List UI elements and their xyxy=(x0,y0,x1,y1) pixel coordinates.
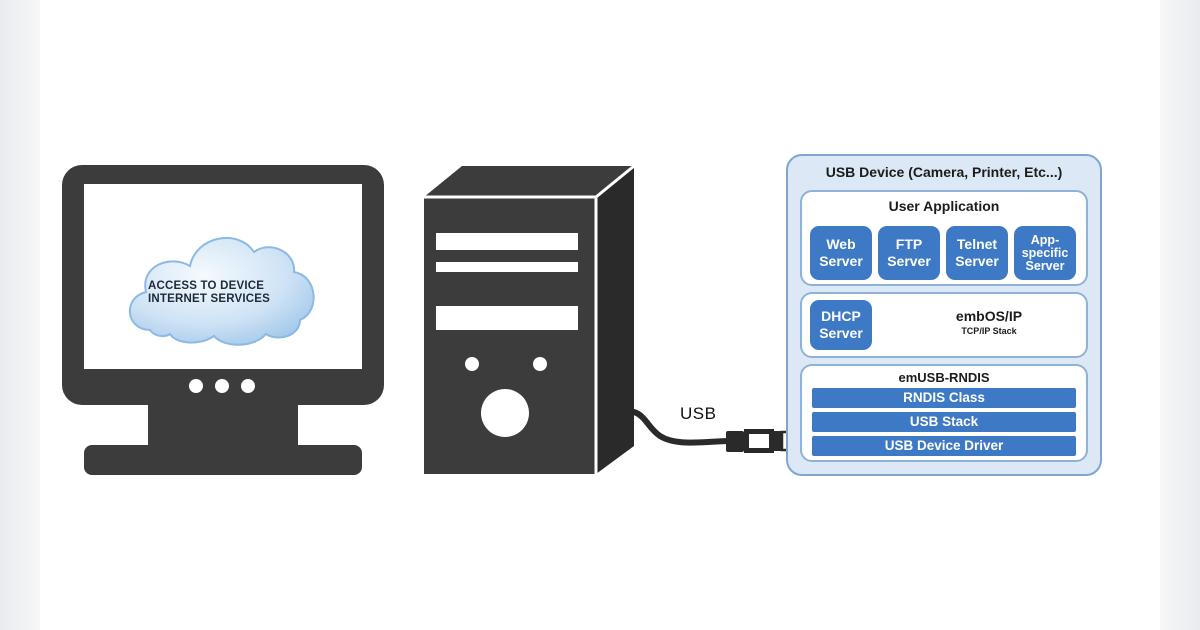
user-application-layer: User Application Web Server FTP Server T… xyxy=(800,190,1088,286)
tcp-ip-layer: DHCP Server embOS/IP TCP/IP Stack xyxy=(800,292,1088,358)
embos-ip-title: embOS/IP xyxy=(955,308,1023,324)
tower-led xyxy=(533,357,547,371)
tower-led xyxy=(465,357,479,371)
usb-device-panel: USB Device (Camera, Printer, Etc...) Use… xyxy=(786,154,1102,476)
left-margin xyxy=(0,0,40,630)
drive-bay xyxy=(436,306,578,330)
web-server-tile: Web Server xyxy=(810,226,872,280)
dhcp-server-tile: DHCP Server xyxy=(810,300,872,350)
telnet-server-tile: Telnet Server xyxy=(946,226,1008,280)
usb-plug-icon xyxy=(726,431,744,452)
monitor-neck xyxy=(148,405,298,449)
cloud-caption: ACCESS TO DEVICE INTERNET SERVICES xyxy=(148,280,271,305)
right-margin xyxy=(1160,0,1200,630)
ftp-server-tile: FTP Server xyxy=(878,226,940,280)
emusb-rndis-title: emUSB-RNDIS xyxy=(898,370,990,385)
app-specific-server-tile: App- specific Server xyxy=(1014,226,1076,280)
usb-label: USB xyxy=(680,404,717,423)
tcp-ip-stack-subtitle: TCP/IP Stack xyxy=(961,326,1017,336)
user-application-title: User Application xyxy=(888,198,1000,214)
device-title: USB Device (Camera, Printer, Etc...) xyxy=(825,164,1063,180)
rndis-class-bar: RNDIS Class xyxy=(812,388,1076,408)
cloud-icon xyxy=(128,237,315,346)
power-button xyxy=(481,389,529,437)
usb-device-driver-bar: USB Device Driver xyxy=(812,436,1076,456)
monitor-button xyxy=(189,379,203,393)
usb-stack-bar: USB Stack xyxy=(812,412,1076,432)
drive-bay xyxy=(436,262,578,272)
computer-tower xyxy=(424,164,635,474)
drive-bay xyxy=(436,233,578,250)
usb-cable xyxy=(631,409,796,453)
monitor-base xyxy=(84,445,362,475)
emusb-rndis-layer: emUSB-RNDIS RNDIS Class USB Stack USB De… xyxy=(800,364,1088,462)
monitor-button xyxy=(241,379,255,393)
monitor-button xyxy=(215,379,229,393)
